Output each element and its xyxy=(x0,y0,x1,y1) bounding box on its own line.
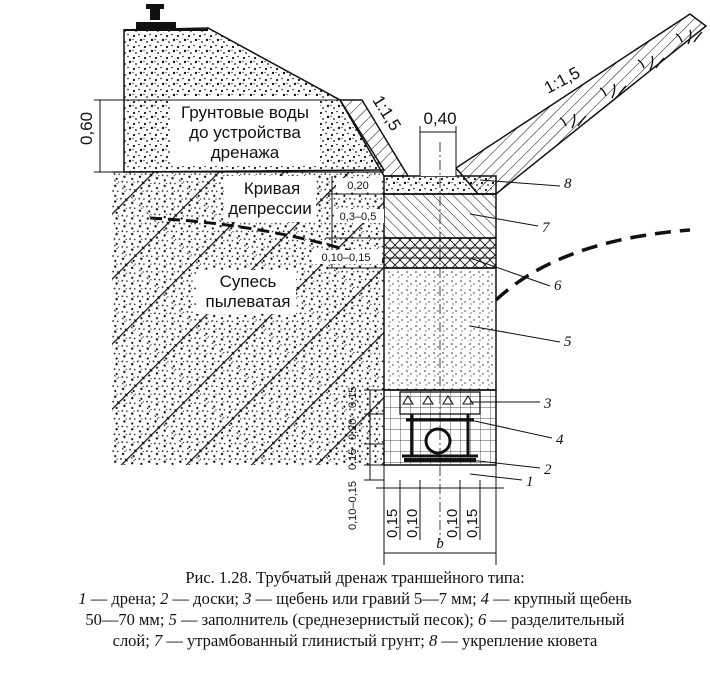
hdim-015-a: 0,15 xyxy=(384,509,401,538)
dim-020: 0,20 xyxy=(347,180,368,192)
callout-4: 4 xyxy=(556,432,564,448)
figure-caption: Рис. 1.28. Трубчатый дренаж траншейного … xyxy=(0,567,710,651)
caption-line-3: 50—70 мм; 5 — заполнитель (среднезернист… xyxy=(85,610,625,629)
vdim-015-b: 0,15 xyxy=(347,449,359,470)
callout-7: 7 xyxy=(542,220,551,236)
grass-icon xyxy=(559,29,703,129)
callout-6: 6 xyxy=(554,278,562,294)
dim-010-015: 0,10–0,15 xyxy=(322,252,371,264)
curve-label-1: Кривая xyxy=(244,179,300,198)
callout-1: 1 xyxy=(526,474,534,490)
top-width-label: 0,40 xyxy=(423,109,456,128)
depression-curve-right xyxy=(494,228,691,302)
vdim-010-015: 0,10–0,15 xyxy=(347,481,359,530)
rail-icon xyxy=(136,4,176,30)
caption-title: Рис. 1.28. Трубчатый дренаж траншейного … xyxy=(185,568,525,587)
curve-label-2: депрессии xyxy=(228,199,311,218)
width-b-label: b xyxy=(436,536,444,552)
gravel-triangles xyxy=(402,395,474,405)
vdim-015-a: 0,15 xyxy=(347,387,359,408)
soil-label-2: пылеватая xyxy=(206,292,291,311)
drainage-diagram: Грунтовые воды до устройства дренажа Кри… xyxy=(77,4,708,565)
height-dim-label: 0,60 xyxy=(77,112,96,145)
hdim-010-b: 0,10 xyxy=(444,509,461,538)
groundwater-label-3: дренажа xyxy=(211,143,280,162)
callout-3: 3 xyxy=(543,396,552,412)
vdim-020: 0,20 xyxy=(347,419,359,440)
right-slope-fortification xyxy=(454,13,708,195)
hdim-015-b: 0,15 xyxy=(464,509,481,538)
drain-pipe xyxy=(424,427,452,455)
soil-mass-lower xyxy=(112,172,384,465)
callout-5: 5 xyxy=(564,334,572,350)
dim-03-05: 0,3–0,5 xyxy=(340,211,377,223)
groundwater-label-2: до устройства xyxy=(189,123,301,142)
callout-2: 2 xyxy=(544,462,552,478)
callout-8: 8 xyxy=(564,176,572,192)
caption-line-2: 1 — дрена; 2 — доски; 3 — щебень или гра… xyxy=(78,589,632,608)
caption-line-4: слой; 7 — утрамбованный глинистый грунт;… xyxy=(112,631,598,650)
groundwater-label-1: Грунтовые воды xyxy=(181,103,309,122)
hdim-010-a: 0,10 xyxy=(404,509,421,538)
soil-label-1: Супесь xyxy=(220,272,277,291)
